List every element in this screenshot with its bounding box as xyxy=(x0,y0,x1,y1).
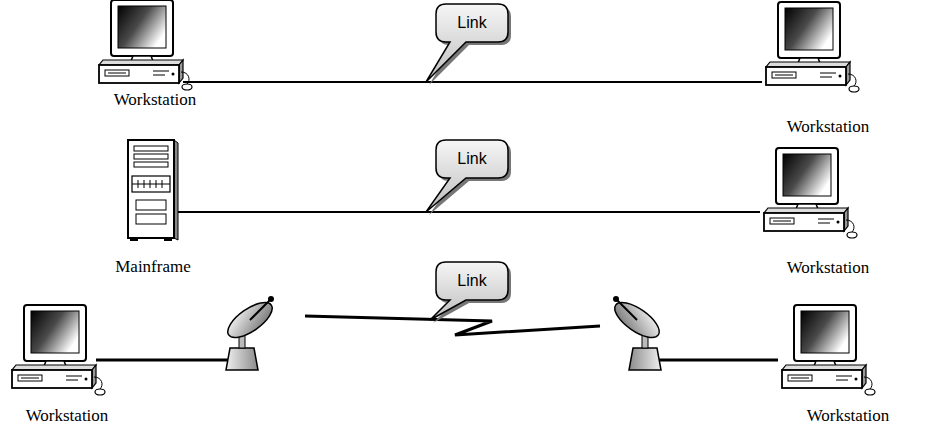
device-node: Workstation xyxy=(8,305,96,389)
callout-shape xyxy=(426,4,508,82)
callout-bubble xyxy=(430,262,511,323)
link-callout-text: Link xyxy=(436,4,508,42)
callout-bubble xyxy=(426,4,511,85)
link-line xyxy=(183,81,762,83)
mainframe-icon xyxy=(128,140,178,241)
satellite-dish xyxy=(222,296,277,370)
link-line xyxy=(178,211,760,213)
callout-shape xyxy=(430,262,508,320)
device-node: Workstation xyxy=(760,148,848,232)
link-callout-text: Link xyxy=(436,140,508,178)
node-label: Workstation xyxy=(787,259,870,277)
connector-group xyxy=(96,82,778,360)
device-node: Workstation xyxy=(95,0,183,84)
workstation-icon xyxy=(764,148,857,238)
callout-bubble xyxy=(426,140,511,215)
satellite-dish xyxy=(609,296,664,370)
node-label: Workstation xyxy=(787,118,870,136)
node-label: Workstation xyxy=(807,407,890,425)
device-node: Mainframe xyxy=(128,140,178,240)
device-node: Workstation xyxy=(762,2,850,86)
node-label: Workstation xyxy=(114,91,197,109)
workstation-icon xyxy=(12,305,105,395)
link-callout-text: Link xyxy=(436,262,508,300)
callout-shape xyxy=(426,140,508,212)
node-label: Workstation xyxy=(26,407,109,425)
workstation-icon xyxy=(766,2,859,92)
node-label: Mainframe xyxy=(115,258,191,276)
link-line xyxy=(96,316,778,360)
callout-group xyxy=(426,4,511,323)
device-node: Workstation xyxy=(778,305,866,389)
workstation-icon xyxy=(782,305,875,395)
workstation-icon xyxy=(99,0,192,90)
